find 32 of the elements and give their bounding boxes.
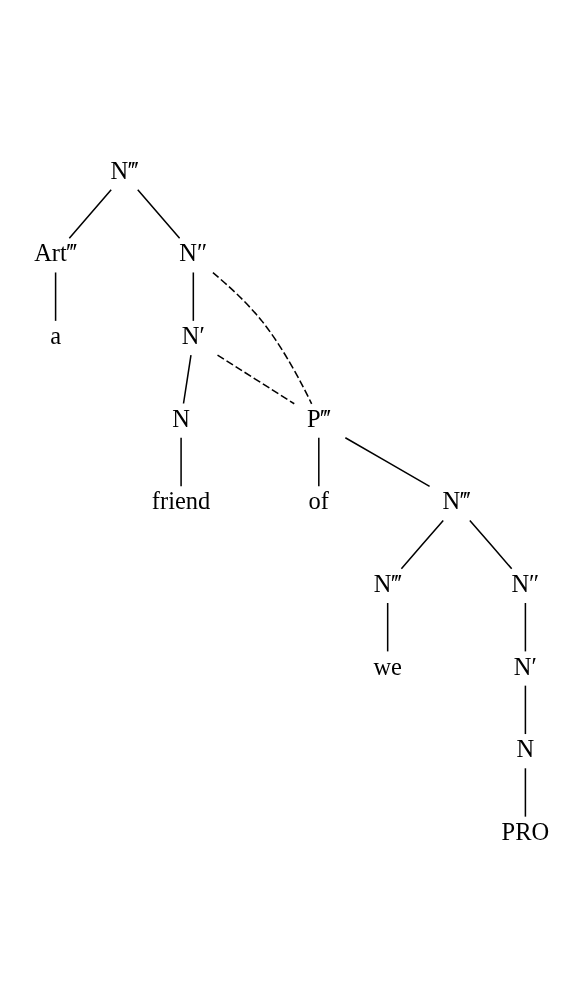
node-text: of	[308, 487, 330, 515]
connector	[216, 354, 296, 405]
connector	[386, 602, 389, 653]
node-text: a	[50, 322, 62, 350]
node-text: friend	[151, 487, 211, 515]
node-text: N′	[181, 322, 205, 350]
node-text: N	[516, 735, 535, 763]
connector	[524, 684, 527, 735]
connector	[68, 189, 112, 239]
node-text: N‴	[110, 156, 139, 184]
node-text: N‴	[442, 487, 471, 515]
connector	[524, 767, 527, 818]
node-text: PRO	[501, 817, 550, 845]
connector	[180, 436, 182, 487]
connector	[400, 519, 444, 570]
node-text: we	[373, 652, 402, 680]
node-text: P‴	[306, 404, 331, 432]
connector	[318, 436, 320, 487]
node-text: N‴	[373, 569, 402, 597]
connector	[524, 602, 527, 653]
connector	[212, 271, 313, 405]
connector	[344, 436, 431, 488]
connector	[137, 189, 181, 239]
node-text: N	[172, 404, 190, 432]
node-text: N″	[179, 239, 208, 267]
node-text: Art‴	[34, 239, 77, 267]
node-text: N″	[511, 569, 540, 597]
connector	[182, 354, 192, 405]
connector	[469, 519, 513, 570]
node-text: N′	[513, 652, 537, 680]
connector	[192, 271, 195, 322]
connector	[54, 271, 57, 322]
